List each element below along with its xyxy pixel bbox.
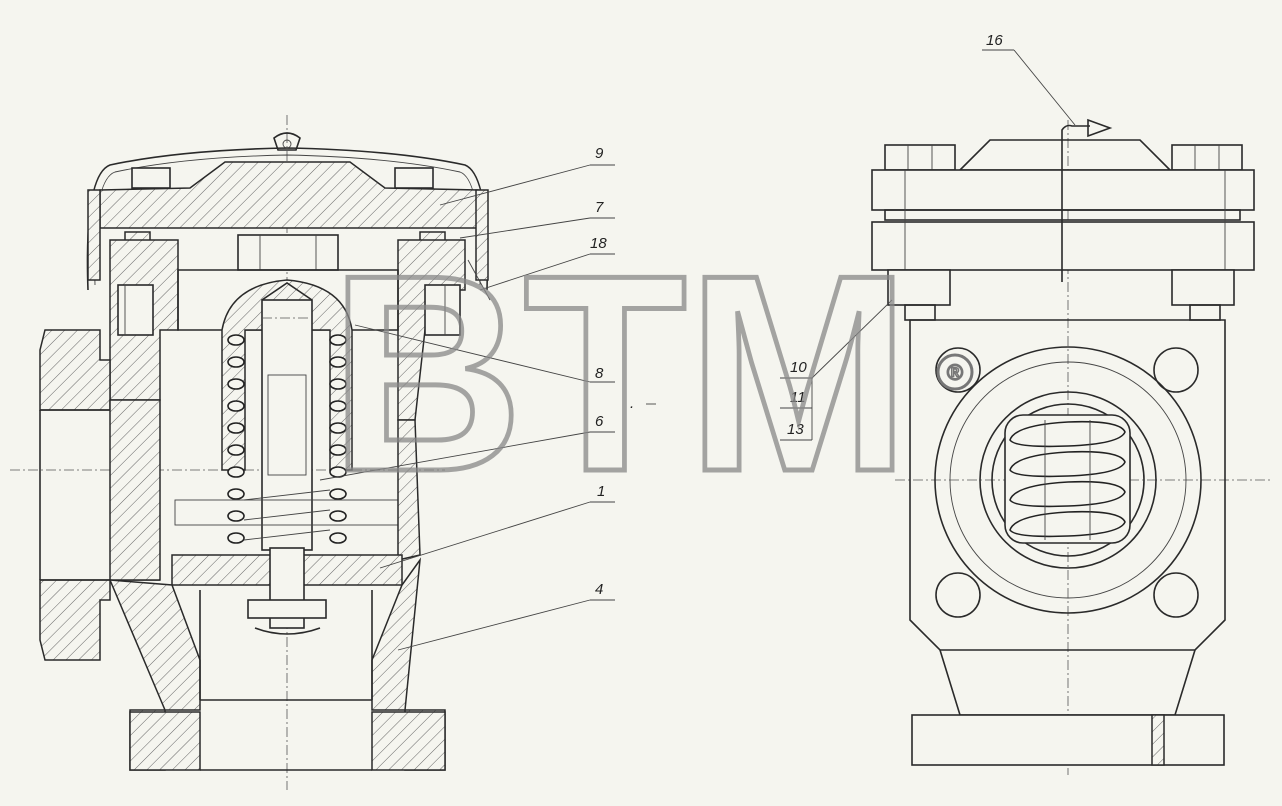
callout-13: 13 xyxy=(787,421,804,438)
section-view xyxy=(10,115,491,790)
bolt-hole-tr xyxy=(1153,347,1199,393)
callout-1: 1 xyxy=(597,483,605,500)
stray-mark: . xyxy=(630,395,634,412)
spring-view xyxy=(1009,420,1126,540)
registered-mark: ® xyxy=(947,360,963,385)
callout-18: 18 xyxy=(590,235,607,252)
stud-nut-left xyxy=(887,269,951,306)
cover-cap xyxy=(86,147,489,291)
seal-wingnut xyxy=(1087,118,1113,138)
callout-16: 16 xyxy=(986,32,1003,49)
piston-guide xyxy=(221,279,353,551)
lower-body xyxy=(108,557,446,771)
callout-labels: 16 9 7 18 8 6 1 4 10 11 13 xyxy=(590,32,1003,598)
leader-lines-left xyxy=(319,164,615,651)
seal-wire xyxy=(1061,124,1090,282)
body-wall-left xyxy=(109,399,161,581)
base-flange xyxy=(911,714,1225,766)
callout-6: 6 xyxy=(595,413,604,430)
bolt-hole-tl xyxy=(935,347,981,393)
registered-mark-circle xyxy=(936,353,974,391)
callout-10: 10 xyxy=(790,359,807,376)
leader-lines-right xyxy=(780,49,1076,441)
spring xyxy=(227,334,347,544)
bolt-hole-br xyxy=(1153,572,1199,618)
watermark: BTM ® xyxy=(328,216,974,533)
wing-nut xyxy=(273,132,301,151)
callout-7: 7 xyxy=(595,199,604,216)
side-view xyxy=(871,118,1270,775)
plug-nut xyxy=(237,234,339,271)
middle-flange xyxy=(871,221,1255,271)
callout-4: 4 xyxy=(595,581,603,598)
valve-disc xyxy=(171,547,403,635)
callout-9: 9 xyxy=(595,145,604,162)
top-bolt-left xyxy=(884,144,956,171)
watermark-text: BTM xyxy=(330,218,910,530)
inlet-flange xyxy=(39,329,401,661)
top-bolt-right xyxy=(1171,144,1243,171)
callout-8: 8 xyxy=(595,365,604,382)
body-upper xyxy=(109,239,466,421)
spring-window xyxy=(1004,414,1131,544)
bolt-hole-bl xyxy=(935,572,981,618)
callout-11: 11 xyxy=(790,389,806,406)
upper-flange xyxy=(871,169,1255,211)
stud-nut-right xyxy=(1171,269,1235,306)
